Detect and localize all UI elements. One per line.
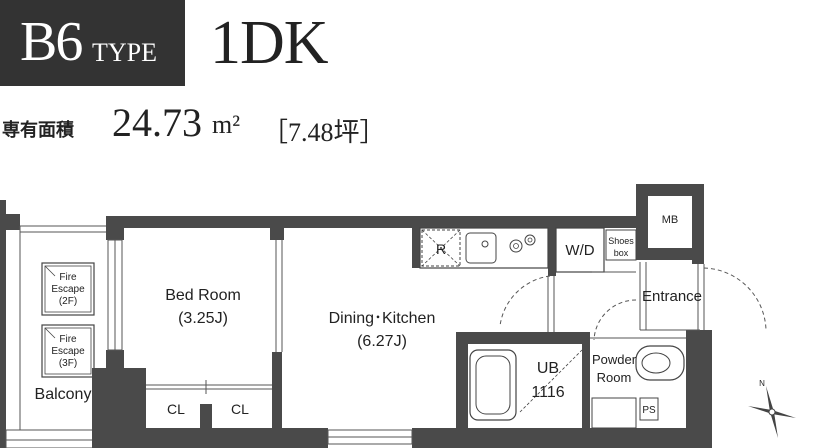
shoes-box: Shoes box xyxy=(605,229,637,261)
fire-escape-2f: Fire Escape (2F) xyxy=(41,262,95,316)
shoes-box-line1: Shoes xyxy=(608,236,634,246)
bedroom-size: (3.25J) xyxy=(178,310,228,327)
fire-escape-3f-line1: Fire xyxy=(59,334,77,345)
unit-bath: UB 1116 xyxy=(468,344,583,428)
fire-escape-2f-line3: (2F) xyxy=(59,296,77,307)
fire-escape-3f: Fire Escape (3F) xyxy=(41,324,95,378)
refrigerator-label: R xyxy=(436,241,446,257)
washer-label: W/D xyxy=(565,242,594,259)
entrance-lines xyxy=(499,262,767,341)
dining-kitchen-size: (6.27J) xyxy=(357,333,407,350)
compass-icon: N xyxy=(748,379,796,438)
area-value: 24.73 xyxy=(112,100,202,145)
type-badge: B6 TYPE xyxy=(0,0,185,86)
exterior-walls xyxy=(92,184,712,448)
type-code: B6 xyxy=(20,11,83,73)
bedroom-window xyxy=(107,239,123,351)
unit-bath-line1: UB xyxy=(537,360,559,377)
unit-bath-line2: 1116 xyxy=(531,384,564,401)
washer-space: W/D xyxy=(555,227,605,273)
compass-north: N xyxy=(759,379,765,388)
entrance-label: Entrance xyxy=(642,288,702,305)
bedroom-label: Bed Room xyxy=(165,287,241,304)
fire-escape-3f-line2: Escape xyxy=(51,346,85,357)
closet-right-label: CL xyxy=(231,401,249,417)
powder-room: Powder Room PS xyxy=(590,337,686,429)
closet-left-label: CL xyxy=(167,401,185,417)
area-label: 専有面積 xyxy=(2,120,74,141)
type-word: TYPE xyxy=(92,38,157,67)
shoes-box-line2: box xyxy=(614,248,629,258)
balcony-area xyxy=(0,200,107,448)
fire-escape-2f-line2: Escape xyxy=(51,284,85,295)
area-unit: m² xyxy=(212,110,241,139)
balcony-label: Balcony xyxy=(35,386,92,403)
meter-box-label: MB xyxy=(662,214,679,226)
partition-lines xyxy=(146,240,413,445)
powder-room-line2: Room xyxy=(597,370,632,385)
fire-escape-3f-line3: (3F) xyxy=(59,358,77,369)
powder-room-line1: Powder xyxy=(592,352,637,367)
kitchen-counter: R xyxy=(419,227,549,269)
pipe-space-label: PS xyxy=(642,405,656,416)
fire-escape-2f-line1: Fire xyxy=(59,272,77,283)
dining-kitchen-label: Dining･Kitchen xyxy=(329,310,436,327)
area-tsubo: ［7.48坪］ xyxy=(262,118,386,147)
layout-title: 1DK xyxy=(210,9,329,77)
